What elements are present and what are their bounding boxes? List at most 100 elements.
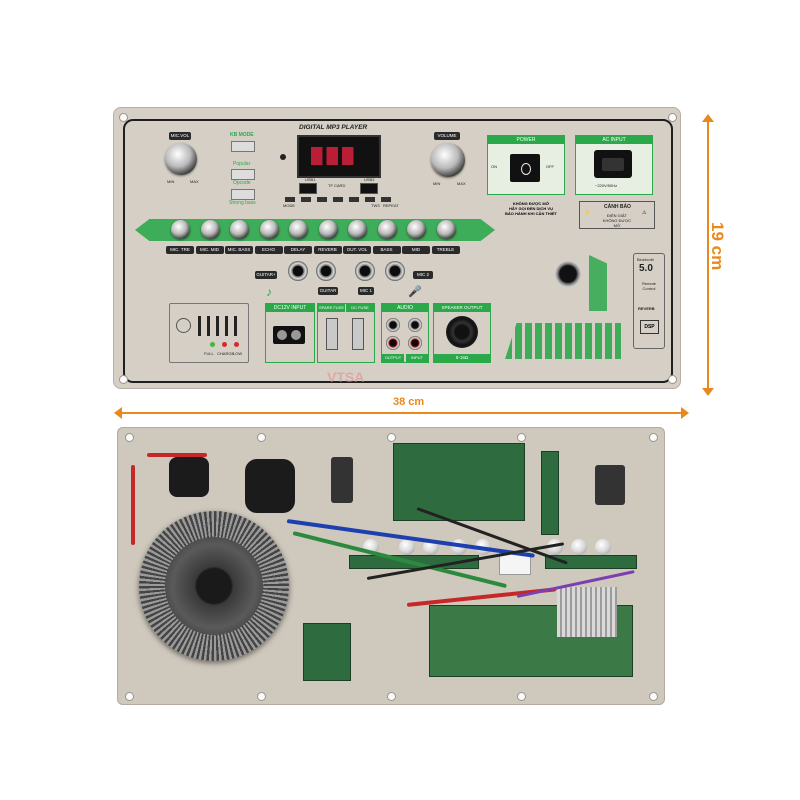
width-dimension-line — [120, 412, 682, 414]
audio-output-jack[interactable] — [386, 336, 400, 350]
eq-knob-label: MIC. TRE — [166, 246, 194, 254]
spare-fuse-label: SPARE FUSE — [318, 304, 345, 312]
vent-slots — [198, 316, 242, 336]
mount-hole — [119, 113, 128, 122]
kb-mode-label: KB MODE — [230, 132, 254, 138]
mic2-jack[interactable] — [385, 261, 405, 281]
arrow-down-icon — [702, 388, 714, 396]
front-panel: DIGITAL MP3 PLAYER MIC.VOL MIN MAX KB MO… — [113, 107, 681, 389]
caution-text: ĐIỆN GIẬT KHÔNG ĐƯỢC MỞ — [602, 213, 632, 228]
reverb-label: REVERB — [638, 306, 655, 311]
bluetooth-version: 5.0 — [639, 263, 653, 274]
warning-icon: ⚠ — [642, 210, 647, 216]
mode-button[interactable] — [231, 169, 255, 180]
tws-label: TWS — [371, 203, 380, 208]
usb2-port[interactable] — [360, 183, 378, 194]
led-charge-label: CHARGE — [217, 351, 235, 356]
eq-knob[interactable] — [171, 220, 190, 239]
potentiometer — [595, 465, 625, 505]
warning-text: KHÔNG ĐƯỢC MỞ HÃY GỌI ĐẾN DỊCH VỤ BẢO HÀ… — [491, 201, 571, 227]
eq-knob[interactable] — [200, 220, 220, 239]
eq-knob-label: ECHO — [254, 246, 283, 254]
height-label: 19 cm — [708, 222, 727, 271]
spare-fuse[interactable] — [326, 318, 338, 350]
mount-hole — [119, 375, 128, 384]
dc-fuse-label: DC FUSE — [346, 304, 374, 312]
eq-knob[interactable] — [230, 220, 249, 239]
usb1-port[interactable] — [299, 183, 317, 194]
mount-hole — [649, 433, 658, 442]
mount-hole — [517, 433, 526, 442]
green-band — [135, 219, 495, 241]
caution-title: CẢNH BÁO — [604, 204, 631, 210]
mic-vol-min: MIN — [167, 179, 175, 184]
socket-pins — [602, 158, 624, 171]
eq-knob[interactable] — [348, 220, 367, 239]
mount-hole — [517, 692, 526, 701]
audio-box: AUDIO OUTPUT INPUT — [381, 303, 429, 363]
capacitor — [399, 539, 415, 555]
power-switch[interactable] — [510, 154, 540, 182]
mount-hole — [125, 692, 134, 701]
dc-fuse[interactable] — [352, 318, 364, 350]
guitar-plus-label: GUITAR+ — [255, 271, 277, 279]
warning-line: HÃY GỌI ĐẾN DỊCH VỤ — [509, 206, 553, 211]
panel-title: DIGITAL MP3 PLAYER — [299, 124, 368, 131]
pair-button[interactable] — [555, 261, 581, 287]
main-control-board — [393, 443, 525, 521]
mode-button[interactable] — [231, 141, 255, 152]
bluetooth-title: Bluetooth — [637, 257, 654, 262]
tf-card-label: TF CARD — [328, 183, 346, 188]
bluetooth-board — [541, 451, 559, 535]
vent-plate: FULL CHARGE LOW — [169, 303, 249, 363]
remote-label: Remote Control — [641, 281, 656, 291]
microphone-icon: 🎤 — [408, 286, 422, 298]
arrow-right-icon — [681, 407, 689, 419]
eq-knob-label: MIC. BASS — [225, 246, 253, 254]
eq-knob-label: MID — [402, 246, 430, 254]
audio-input-jack[interactable] — [408, 318, 422, 332]
mic1-jack[interactable] — [355, 261, 375, 281]
ir-sensor-icon — [280, 154, 286, 160]
mode-button[interactable] — [231, 189, 255, 200]
ac-input-spec: ~220V/50Hz — [595, 183, 618, 188]
eq-knob[interactable] — [259, 220, 279, 239]
eq-knob[interactable] — [436, 220, 456, 239]
media-buttons[interactable] — [285, 197, 397, 202]
iec-power-socket[interactable] — [594, 150, 632, 178]
mount-hole — [125, 433, 134, 442]
audio-output-jack[interactable] — [386, 318, 400, 332]
ac-input-box: AC INPUT ~220V/50Hz — [575, 135, 653, 195]
eq-knob[interactable] — [407, 220, 426, 239]
mount-hole — [649, 692, 658, 701]
audio-input-jack[interactable] — [408, 336, 422, 350]
eq-knob[interactable] — [318, 220, 338, 239]
guitar-jack[interactable] — [316, 261, 336, 281]
led-full — [210, 342, 215, 347]
capacitor — [595, 539, 611, 555]
transformer-core — [165, 537, 263, 635]
audio-input-label: INPUT — [406, 354, 428, 362]
warning-line: BẢO HÀNH KHI CẦN THIẾT — [505, 211, 557, 216]
dc-terminal[interactable] — [273, 326, 305, 344]
mode-popular: Popular — [233, 161, 251, 167]
dsp-badge: DSP — [640, 320, 659, 334]
mode-button-label: MODE — [283, 203, 295, 208]
red-wire — [131, 465, 135, 545]
speakon-socket[interactable] — [446, 316, 478, 348]
arrow-left-icon — [114, 407, 122, 419]
feature-panel: Bluetooth 5.0 Remote Control REVERB DSP — [633, 253, 665, 349]
lcd-display — [297, 135, 381, 178]
width-label: 38 cm — [390, 396, 428, 408]
no-touch-icon — [176, 318, 191, 333]
mic-vol-knob[interactable] — [165, 143, 197, 175]
mount-hole — [387, 433, 396, 442]
guitar-label: GUITAR — [318, 287, 338, 295]
volume-knob[interactable] — [431, 143, 465, 177]
display-digits — [311, 147, 363, 165]
guitar-plus-jack[interactable] — [288, 261, 308, 281]
eq-knob[interactable] — [377, 220, 397, 239]
power-off-label: OFF — [546, 164, 554, 169]
eq-knob[interactable] — [289, 220, 308, 239]
led-low — [234, 342, 239, 347]
